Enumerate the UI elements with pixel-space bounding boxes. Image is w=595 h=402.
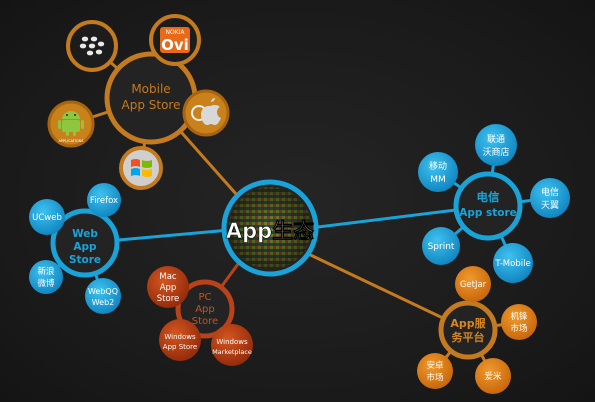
svg-text:App: App (160, 283, 177, 293)
svg-text:移动: 移动 (429, 160, 447, 172)
center-title: App生态 (226, 219, 314, 243)
svg-text:App Store: App Store (163, 343, 197, 351)
web-node-sina-weibo: 新浪 微博 (29, 260, 63, 294)
hub-telecom-app-store: 电信 App store (453, 171, 523, 241)
svg-text:市场: 市场 (510, 323, 527, 334)
svg-text:T-Mobile: T-Mobile (494, 259, 530, 269)
svg-text:Store: Store (157, 294, 179, 304)
service-node-getjar: GetJar (455, 266, 491, 302)
svg-text:Store: Store (192, 316, 218, 327)
hub-mobile-subtitle: App Store (122, 98, 181, 112)
hub-mobile-title: Mobile (131, 82, 170, 96)
svg-text:App: App (73, 241, 97, 253)
web-node-ucweb: UCweb (29, 199, 65, 235)
svg-text:WebQQ: WebQQ (88, 287, 118, 296)
svg-text:Sprint: Sprint (428, 242, 455, 252)
service-node-gfan: 机锋 市场 (501, 304, 537, 340)
svg-text:新浪: 新浪 (37, 266, 55, 277)
pc-node-mac-app-store: Mac App Store (147, 266, 189, 308)
hub-web-app-store: Web App Store (50, 208, 120, 278)
svg-text:联通: 联通 (487, 134, 505, 145)
svg-text:NOKIA: NOKIA (165, 29, 185, 36)
svg-text:APPLICATIONS: APPLICATIONS (59, 139, 85, 143)
telecom-node-wo-store: 联通 沃商店 (475, 124, 517, 166)
svg-text:沃商店: 沃商店 (482, 146, 509, 158)
web-node-firefox: Firefox (87, 183, 121, 217)
svg-text:Firefox: Firefox (90, 196, 118, 206)
svg-text:GetJar: GetJar (460, 280, 487, 290)
svg-text:Marketplace: Marketplace (212, 348, 252, 356)
telecom-node-tianyi: 电信 天翼 (530, 178, 570, 218)
apple-icon (182, 89, 230, 137)
svg-text:天翼: 天翼 (541, 200, 559, 211)
svg-text:Web: Web (72, 228, 98, 240)
svg-text:务平台: 务平台 (452, 330, 485, 344)
telecom-node-mm: 移动 MM (418, 152, 458, 192)
service-node-aimi: 爱米 (475, 358, 511, 394)
svg-text:MM: MM (430, 175, 446, 185)
telecom-node-tmobile: T-Mobile (493, 243, 533, 283)
svg-text:Ovi: Ovi (161, 36, 189, 54)
telecom-node-sprint: Sprint (422, 227, 460, 265)
pc-node-windows-marketplace: Windows Marketplace (211, 324, 253, 366)
windows-icon (119, 146, 163, 190)
hub-app-service-platform: App服 务平台 (438, 300, 498, 360)
svg-text:机锋: 机锋 (510, 311, 528, 322)
svg-text:Windows: Windows (164, 333, 196, 341)
svg-text:App store: App store (459, 207, 517, 219)
svg-text:电信: 电信 (477, 190, 500, 204)
connector-service (299, 248, 469, 332)
svg-text:爱米: 爱米 (484, 371, 502, 382)
blackberry-icon (66, 20, 118, 72)
svg-text:Web2: Web2 (92, 298, 115, 307)
nokia-ovi-icon: NOKIA Ovi (149, 14, 201, 66)
svg-text:Windows: Windows (216, 338, 248, 346)
svg-text:App: App (195, 304, 215, 315)
hub-mobile-app-store: Mobile App Store (104, 51, 198, 145)
svg-text:PC: PC (198, 292, 211, 303)
center-node-app-ecosystem: App生态 (221, 179, 319, 277)
svg-text:微博: 微博 (37, 278, 55, 289)
android-icon: APPLICATIONS (47, 100, 95, 148)
svg-text:UCweb: UCweb (32, 213, 62, 223)
svg-text:电信: 电信 (541, 186, 559, 198)
pc-node-windows-app-store: Windows App Store (159, 319, 201, 361)
svg-text:Store: Store (69, 254, 101, 266)
svg-text:Mac: Mac (159, 272, 177, 282)
svg-text:App服: App服 (450, 317, 486, 330)
svg-text:安卓: 安卓 (426, 360, 444, 371)
service-node-anzhi: 安卓 市场 (417, 353, 453, 389)
svg-text:市场: 市场 (426, 372, 443, 383)
web-node-webqq: WebQQ Web2 (85, 278, 121, 314)
